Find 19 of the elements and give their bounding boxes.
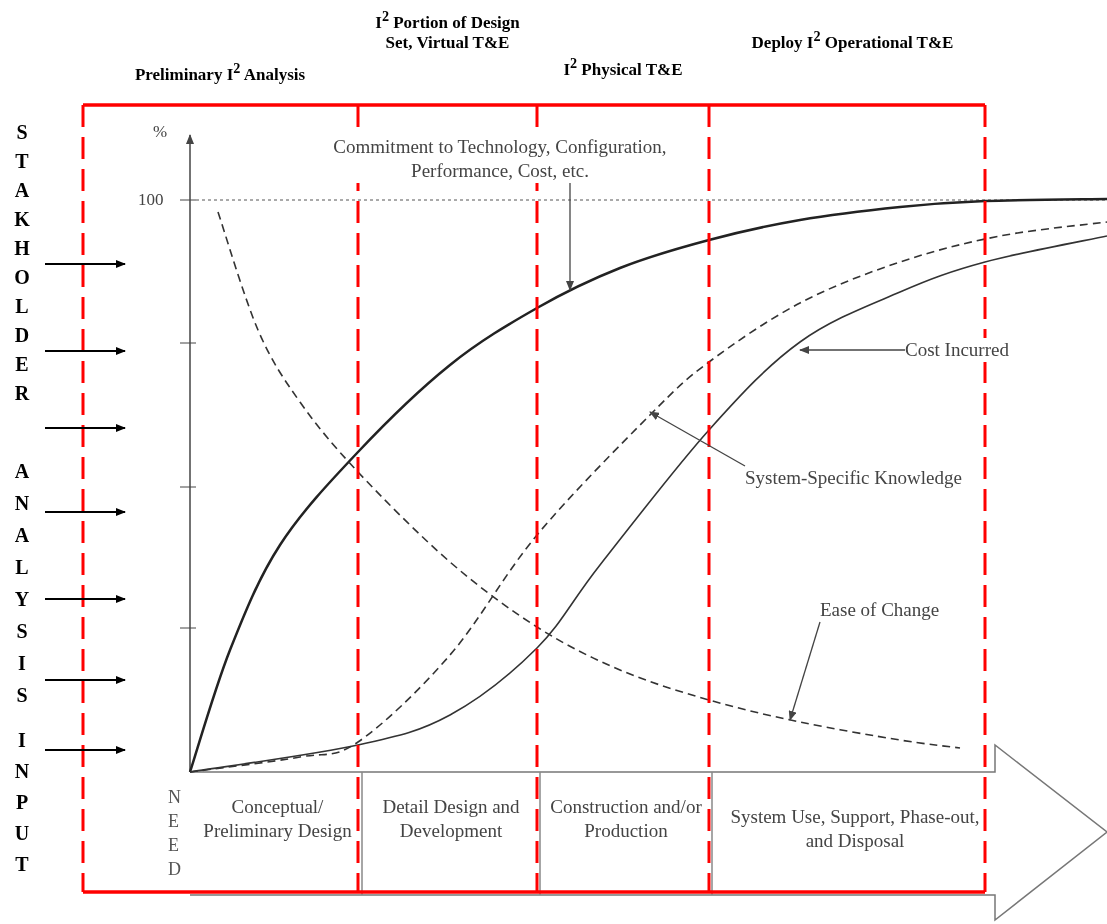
vertical-text: INPUT: [14, 728, 30, 877]
phase-heading: Preliminary I$^{2}$ Analysis: [95, 60, 345, 85]
phase-label: Conceptual/ Preliminary Design: [195, 795, 360, 843]
leader-line: [788, 621, 821, 721]
phase-label: System Use, Support, Phase-out, and Disposal: [715, 805, 995, 853]
phase-heading: Deploy I$^{2}$ Operational T&E: [745, 18, 960, 61]
vertical-text: STAKHOLDER: [14, 120, 30, 406]
phase-label: Construction and/or Production: [542, 795, 710, 843]
phase-heading: I$^{2}$ Physical T&E: [537, 55, 709, 80]
vertical-text: NEED: [168, 786, 182, 881]
leader-line: [799, 346, 906, 354]
tick-label: 100: [138, 190, 164, 210]
axis-unit: %: [153, 122, 168, 142]
phase-label: Detail Design and Development: [365, 795, 537, 843]
curve-label: Cost Incurred: [905, 338, 1009, 362]
leader-line: [566, 182, 574, 291]
vertical-text: ANALYSIS: [14, 459, 30, 708]
leader-line: [649, 411, 746, 467]
phase-heading: I$^{2}$ Portion of Design Set, Virtual T&E: [360, 8, 535, 53]
